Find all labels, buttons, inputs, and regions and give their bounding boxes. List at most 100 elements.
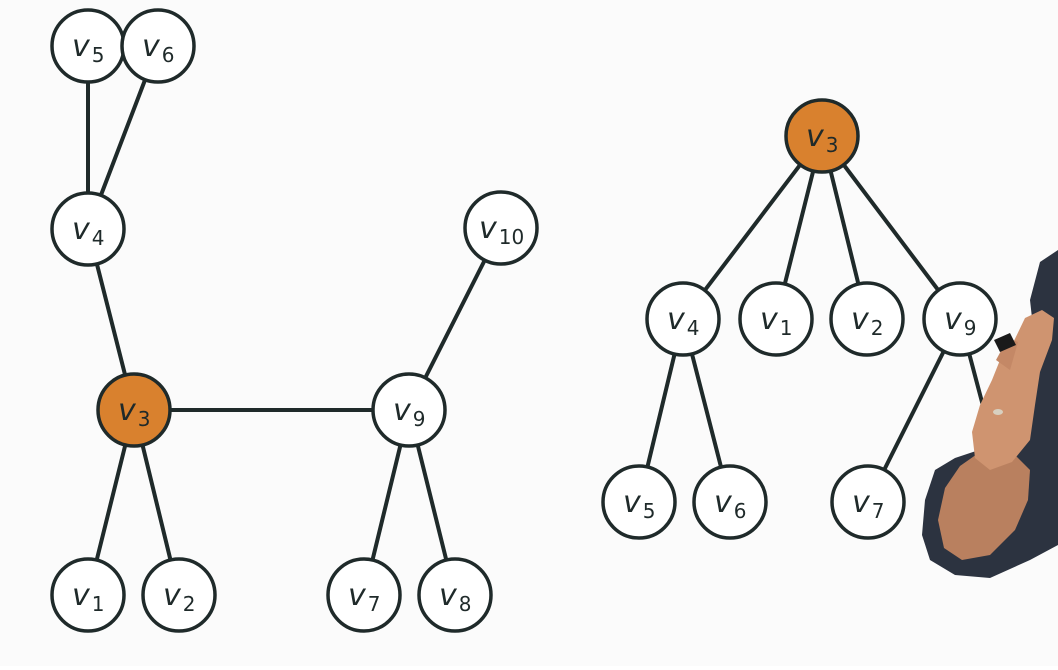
tree-node-v5-circle bbox=[601, 464, 677, 540]
graph-edge-v3-v1 bbox=[94, 442, 128, 563]
graph-node-v6-label-subscript: 6 bbox=[162, 43, 175, 67]
graph-node-v3-label-base: v bbox=[118, 393, 137, 428]
tree-node-v1-label-base: v bbox=[760, 302, 779, 337]
graph-edge-v4-v3 bbox=[94, 261, 128, 378]
tree-edge-v9-v7 bbox=[882, 349, 946, 472]
tree-node-v1-circle bbox=[738, 281, 814, 357]
presenter-arm bbox=[938, 440, 1030, 560]
graph-node-v6-circle bbox=[120, 8, 196, 84]
tree-node-v4-circle bbox=[645, 281, 721, 357]
graph-edges bbox=[86, 77, 487, 563]
presenter-clicker bbox=[994, 333, 1016, 352]
tree-node-v7-circle bbox=[830, 464, 906, 540]
tree-edge-v4-v5 bbox=[645, 352, 677, 469]
tree-node-v7-label-base: v bbox=[852, 485, 871, 520]
graph-edge-v9-v8 bbox=[415, 442, 449, 563]
graph-node-v9-label-base: v bbox=[393, 393, 412, 428]
tree-node-v2-label-base: v bbox=[851, 302, 870, 337]
graph-node-v8-label-subscript: 8 bbox=[459, 592, 472, 616]
tree-edge-v3-v9 bbox=[841, 162, 941, 293]
tree-node-v9-circle bbox=[922, 281, 998, 357]
tree-node-v5-label-subscript: 5 bbox=[643, 499, 656, 523]
graph-node-v5-label-subscript: 5 bbox=[92, 43, 105, 67]
graph-node-v4-label-base: v bbox=[72, 212, 91, 247]
graph-edge-v6-v4 bbox=[98, 77, 148, 198]
graph-node-v9-circle bbox=[371, 372, 447, 448]
tree-node-v6-circle bbox=[692, 464, 768, 540]
presenter-ring bbox=[993, 409, 1003, 415]
tree-node-v5-label-base: v bbox=[623, 485, 642, 520]
tree-node-v1-label-subscript: 1 bbox=[780, 316, 793, 340]
graph-node-v3-label-subscript: 3 bbox=[138, 407, 151, 431]
graph-node-v2-label-subscript: 2 bbox=[183, 592, 196, 616]
graph-node-v5-label-base: v bbox=[72, 29, 91, 64]
tree-node-v3-circle bbox=[784, 98, 860, 174]
tree-node-v7-label-subscript: 7 bbox=[872, 499, 885, 523]
graph-node-v2-label-base: v bbox=[163, 578, 182, 613]
tree-node-v2-label-subscript: 2 bbox=[871, 316, 884, 340]
tree-node-v9-label-subscript: 9 bbox=[964, 316, 977, 340]
graph-node-v7-circle bbox=[326, 557, 402, 633]
tree-node-v6-label-subscript: 6 bbox=[734, 499, 747, 523]
graph-node-v3-circle bbox=[96, 372, 172, 448]
tree-node-v4-label-subscript: 4 bbox=[687, 316, 700, 340]
tree-edge-v3-v4 bbox=[702, 162, 803, 293]
graph-node-v4-label-subscript: 4 bbox=[92, 226, 105, 250]
tree-edge-v3-v2 bbox=[828, 168, 861, 287]
tree-node-v6-label-base: v bbox=[714, 485, 733, 520]
graph-node-v1-circle bbox=[50, 557, 126, 633]
graph-edge-v10-v9 bbox=[423, 258, 487, 380]
presenter-figure bbox=[922, 250, 1058, 578]
graph-node-v6-label-base: v bbox=[142, 29, 161, 64]
graph-node-v1-label-subscript: 1 bbox=[92, 592, 105, 616]
tree-edge-v3-v1 bbox=[782, 168, 816, 287]
graph-edge-v9-v7 bbox=[370, 442, 403, 563]
tree-edge-v4-v6 bbox=[689, 351, 724, 470]
graph-node-v10-label-base: v bbox=[479, 211, 498, 246]
graph-node-v10-circle bbox=[463, 190, 539, 266]
graph-node-v10-label-subscript: 10 bbox=[499, 225, 524, 249]
tree-node-v9-label-base: v bbox=[944, 302, 963, 337]
graph-node-v4-circle bbox=[50, 191, 126, 267]
graph-node-v8-label-base: v bbox=[439, 578, 458, 613]
tree-node-v3-label-base: v bbox=[806, 119, 825, 154]
graph-edge-v3-v2 bbox=[140, 442, 173, 563]
tree-node-v4-label-base: v bbox=[667, 302, 686, 337]
graph-node-v2-circle bbox=[141, 557, 217, 633]
